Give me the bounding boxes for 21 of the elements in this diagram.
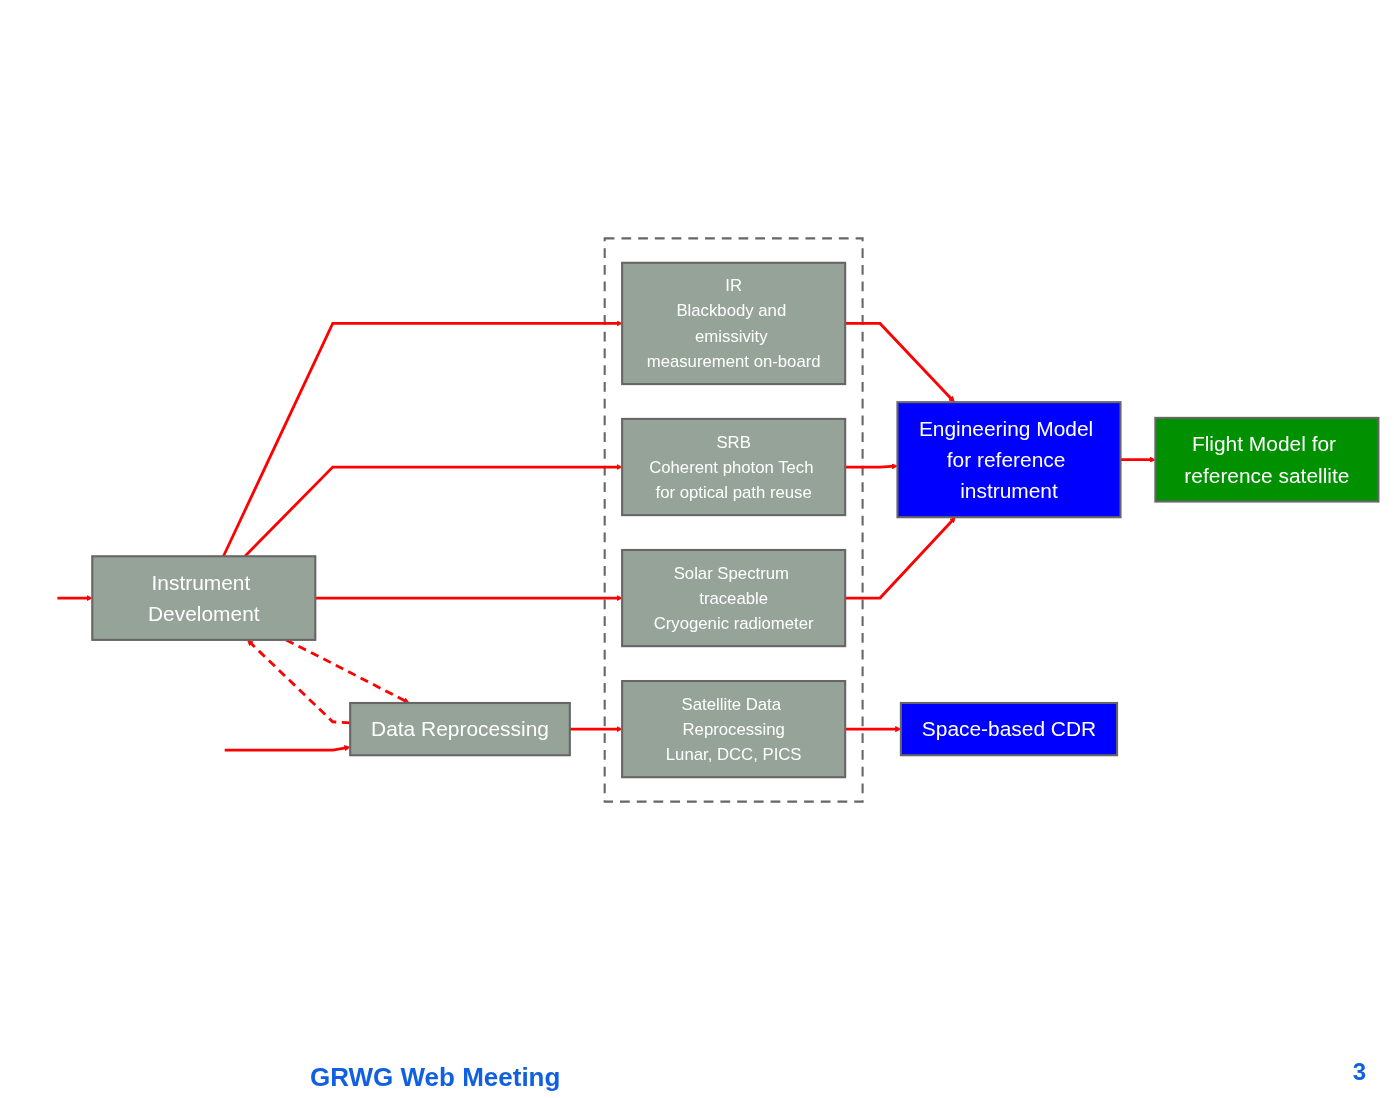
arrow [845,322,955,403]
node-box: Satellite Data Reprocessing Lunar, DCC, PICS [621,679,847,779]
node-box: Space-based CDR [899,701,1119,757]
footer-text: GRWG Web Meeting [310,1062,561,1093]
node-box: IR Blackbody and emissivity measurement on-board [621,261,847,386]
arrow [224,745,351,752]
arrow [1120,456,1156,463]
arrow [57,595,93,602]
arrow [247,639,351,725]
node-box: Engineering Model for reference instrument [896,401,1122,519]
page-number: 3 [1352,1058,1366,1086]
node-box: Flight Model for reference satellite [1154,416,1380,503]
arrow [845,463,898,470]
node-box: Data Reprocessing [349,701,571,757]
arrow [569,726,623,733]
cluster [603,237,864,803]
node-box: Instrument Develoment [91,555,317,641]
arrow [315,595,623,602]
arrow [222,320,623,557]
node-box: SRB Coherent photon Tech for optical path reuse [621,417,847,517]
node-box: Solar Spectrum traceable Cryogenic radiometer [621,548,847,648]
